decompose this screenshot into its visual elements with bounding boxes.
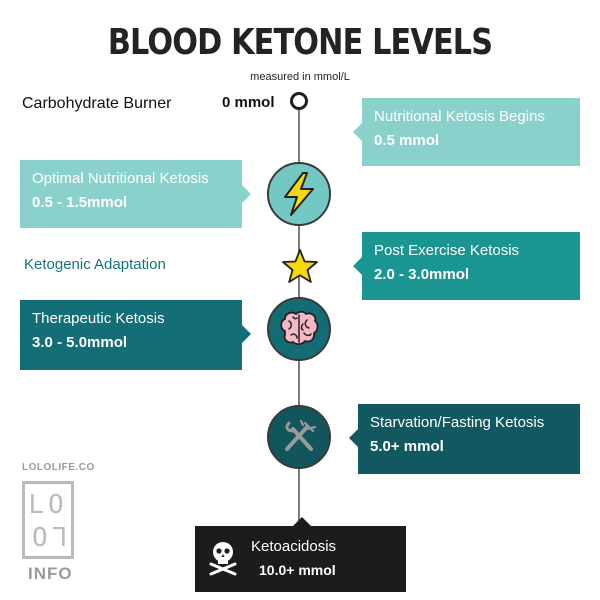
- page-subtitle: measured in mmol/L: [250, 71, 350, 83]
- brand-info-label: INFO: [28, 564, 73, 583]
- stage-post-exercise-ketosis: Post Exercise Ketosis 2.0 - 3.0mmol: [353, 232, 580, 300]
- stage-value: 5.0+ mmol: [370, 438, 444, 455]
- stage-value: 10.0+ mmol: [259, 562, 336, 578]
- stage-therapeutic-ketosis: Therapeutic Ketosis 3.0 - 5.0mmol: [20, 300, 251, 370]
- brand-logo: LO LO: [22, 481, 74, 559]
- lightning-bolt-icon: [267, 162, 331, 226]
- brain-icon: [267, 297, 331, 361]
- page-title: BLOOD KETONE LEVELS: [107, 22, 493, 63]
- stage-optimal-nutritional-ketosis: Optimal Nutritional Ketosis 0.5 - 1.5mmo…: [20, 160, 251, 228]
- stage-name: Optimal Nutritional Ketosis: [32, 170, 209, 187]
- stage-value: 3.0 - 5.0mmol: [32, 334, 128, 351]
- stage-starvation-fasting-ketosis: Starvation/Fasting Ketosis 5.0+ mmol: [349, 404, 580, 474]
- star-icon: [282, 249, 318, 283]
- start-label: Carbohydrate Burner: [22, 95, 172, 112]
- stage-name: Post Exercise Ketosis: [374, 242, 520, 259]
- ketogenic-adaptation-label: Ketogenic Adaptation: [24, 256, 166, 273]
- logo-top: LO: [28, 490, 68, 520]
- stage-nutritional-ketosis-begins: Nutritional Ketosis Begins 0.5 mmol: [353, 98, 580, 166]
- stage-name: Ketoacidosis: [251, 538, 337, 555]
- stage-value: 0.5 mmol: [374, 132, 440, 149]
- stage-name: Starvation/Fasting Ketosis: [370, 414, 545, 431]
- timeline-start-dot: [290, 92, 308, 110]
- stage-name: Therapeutic Ketosis: [32, 310, 165, 327]
- stage-value: 2.0 - 3.0mmol: [374, 266, 470, 283]
- stage-value: 0.5 - 1.5mmol: [32, 194, 128, 211]
- start-value-label: 0 mmol: [222, 94, 275, 111]
- logo-bottom: LO: [28, 520, 68, 550]
- stage-ketoacidosis: Ketoacidosis 10.0+ mmol: [195, 517, 406, 592]
- skull-crossbones-icon: [209, 542, 237, 576]
- site-name: LOLOLIFE.CO: [22, 462, 95, 473]
- stage-name: Nutritional Ketosis Begins: [374, 108, 545, 125]
- fork-knife-icon: [267, 405, 331, 469]
